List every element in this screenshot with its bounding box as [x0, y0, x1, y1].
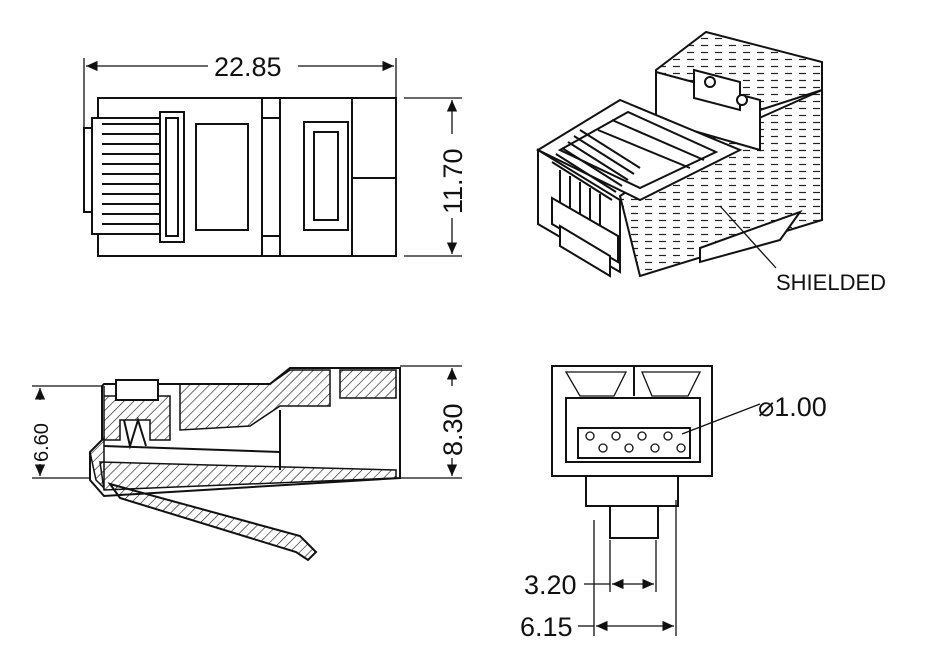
dimension-6-15: 6.15: [520, 500, 677, 642]
dim-label-side-right: 8.30: [438, 403, 468, 456]
side-section-view: 6.60 8.30: [31, 365, 468, 562]
dim-label-hole: ⌀1.00: [758, 392, 827, 422]
window-top: [195, 123, 249, 231]
contact-blades: [102, 123, 160, 225]
shield-leader: [719, 205, 777, 269]
front-contact-holes: [577, 427, 691, 459]
dim-label-side-left: 6.60: [31, 423, 53, 462]
dimension-6-60: 6.60: [31, 385, 104, 479]
dimension-22-85: 22.85: [83, 52, 397, 128]
dim-label-tab: 3.20: [524, 570, 577, 600]
shielded-label: SHIELDED: [776, 270, 886, 295]
latch-arm-iso: [699, 209, 803, 264]
front-view: ⌀1.00 3.20 6.15: [520, 365, 827, 642]
latch-arm-section: [107, 482, 318, 562]
dimension-11-70: 11.70: [404, 97, 468, 257]
top-view: 22.85: [83, 52, 468, 257]
dimension-8-30: 8.30: [400, 365, 468, 479]
dim-label-front-body: 6.15: [520, 612, 573, 642]
dim-label-width: 22.85: [214, 52, 282, 82]
dimension-3-20: 3.20: [524, 540, 657, 600]
dim-label-height: 11.70: [438, 148, 468, 214]
isometric-view: SHIELDED: [535, 30, 886, 295]
